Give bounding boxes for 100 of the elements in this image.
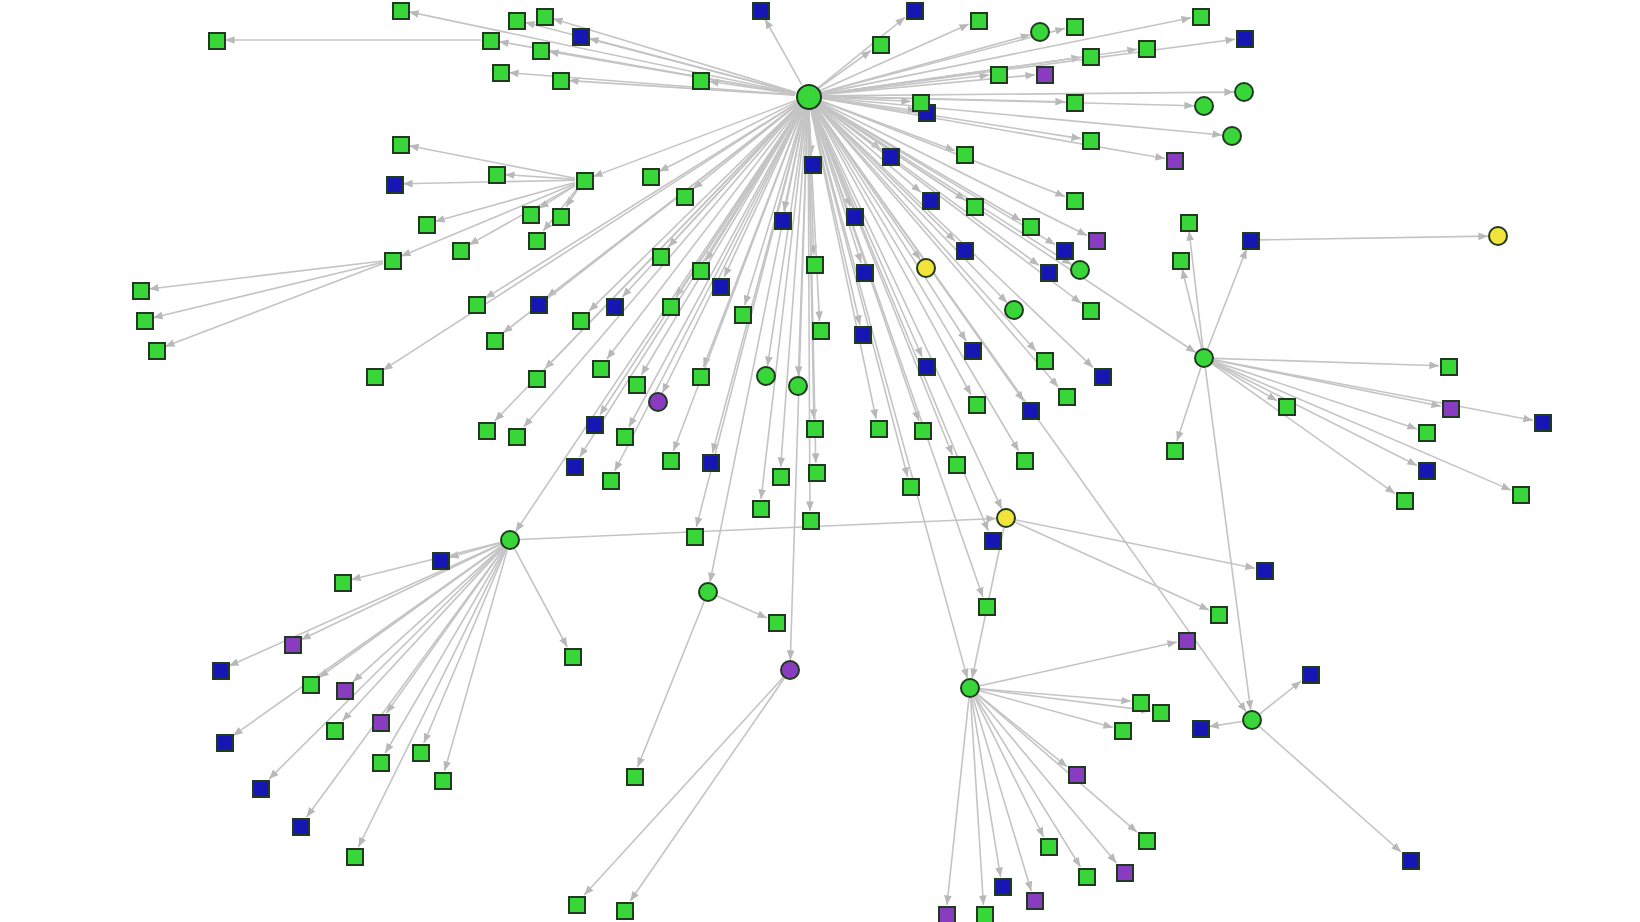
arrow bbox=[976, 693, 1138, 834]
network-node bbox=[675, 187, 693, 205]
network-node bbox=[1194, 96, 1214, 116]
network-node bbox=[615, 427, 633, 445]
network-node bbox=[215, 733, 233, 751]
network-node bbox=[1025, 891, 1043, 909]
network-node bbox=[521, 205, 539, 223]
arrow bbox=[817, 49, 872, 90]
network-node bbox=[283, 635, 301, 653]
arrow bbox=[974, 695, 1082, 868]
arrow bbox=[978, 640, 1178, 687]
network-node bbox=[807, 463, 825, 481]
network-node bbox=[491, 63, 509, 81]
network-node bbox=[625, 767, 643, 785]
network-node bbox=[845, 207, 863, 225]
arrow bbox=[818, 101, 1088, 237]
network-node bbox=[1417, 423, 1435, 441]
arrow bbox=[508, 69, 796, 96]
network-node bbox=[565, 457, 583, 475]
network-node bbox=[805, 255, 823, 273]
arrow bbox=[1211, 362, 1278, 402]
network-node bbox=[575, 171, 593, 189]
network-node bbox=[1395, 491, 1413, 509]
arrow bbox=[976, 693, 1068, 768]
network-node bbox=[417, 215, 435, 233]
network-node bbox=[1137, 39, 1155, 57]
network-node bbox=[567, 895, 585, 913]
network-node bbox=[853, 325, 871, 343]
arrow bbox=[484, 102, 798, 300]
arrow bbox=[305, 547, 505, 818]
network-node bbox=[1177, 631, 1195, 649]
network-node bbox=[811, 321, 829, 339]
network-node bbox=[711, 277, 729, 295]
network-node bbox=[1242, 710, 1262, 730]
network-node bbox=[1255, 561, 1273, 579]
arrow bbox=[1176, 366, 1202, 442]
network-node bbox=[771, 467, 789, 485]
network-node bbox=[691, 71, 709, 89]
arrow bbox=[565, 188, 579, 208]
arrow bbox=[815, 105, 1060, 388]
network-node bbox=[325, 721, 343, 739]
arrow bbox=[148, 260, 384, 292]
arrow bbox=[819, 99, 1066, 198]
network-node bbox=[648, 392, 668, 412]
network-node bbox=[1137, 831, 1155, 849]
arrow bbox=[513, 548, 568, 648]
arrow bbox=[1213, 359, 1534, 423]
network-node bbox=[433, 771, 451, 789]
network-node bbox=[955, 241, 973, 259]
arrow bbox=[568, 77, 796, 96]
arrow bbox=[979, 688, 1132, 705]
network-node bbox=[977, 597, 995, 615]
network-node bbox=[869, 419, 887, 437]
network-node bbox=[527, 231, 545, 249]
network-node bbox=[411, 743, 429, 761]
network-node bbox=[947, 455, 965, 473]
network-node bbox=[1235, 29, 1253, 47]
arrow bbox=[588, 104, 800, 312]
arrow bbox=[408, 143, 576, 180]
network-node bbox=[1077, 867, 1095, 885]
arrow bbox=[809, 107, 878, 420]
arrow bbox=[350, 541, 502, 582]
arrow bbox=[1212, 361, 1512, 491]
arrow bbox=[708, 78, 796, 95]
network-node bbox=[507, 427, 525, 445]
arrow bbox=[538, 184, 576, 210]
arrow bbox=[819, 99, 956, 152]
arrow bbox=[1258, 725, 1402, 853]
network-node bbox=[1191, 719, 1209, 737]
network-node bbox=[147, 341, 165, 359]
network-node bbox=[383, 251, 401, 269]
network-node bbox=[780, 660, 800, 680]
network-node bbox=[969, 11, 987, 29]
network-node bbox=[477, 421, 495, 439]
network-node bbox=[801, 511, 819, 529]
arrow bbox=[228, 543, 502, 667]
network-node bbox=[773, 211, 791, 229]
network-node bbox=[563, 647, 581, 665]
network-node bbox=[1113, 721, 1131, 739]
arrow bbox=[820, 71, 1036, 96]
arrow bbox=[606, 105, 801, 360]
network-node bbox=[1067, 765, 1085, 783]
arrow bbox=[629, 677, 786, 902]
network-node bbox=[485, 331, 503, 349]
network-node bbox=[365, 367, 383, 385]
network-node bbox=[1222, 126, 1242, 146]
arrow bbox=[820, 97, 1082, 141]
arrow bbox=[819, 33, 1032, 94]
network-node bbox=[1241, 231, 1259, 249]
network-node bbox=[1030, 22, 1050, 42]
network-node bbox=[871, 35, 889, 53]
network-node bbox=[605, 297, 623, 315]
arrow bbox=[819, 23, 970, 92]
network-node bbox=[975, 905, 993, 922]
arrow bbox=[819, 27, 1066, 94]
arrow bbox=[164, 262, 384, 348]
network-node bbox=[916, 258, 936, 278]
arrow bbox=[1213, 359, 1442, 408]
arrow bbox=[592, 99, 797, 178]
network-node bbox=[131, 281, 149, 299]
